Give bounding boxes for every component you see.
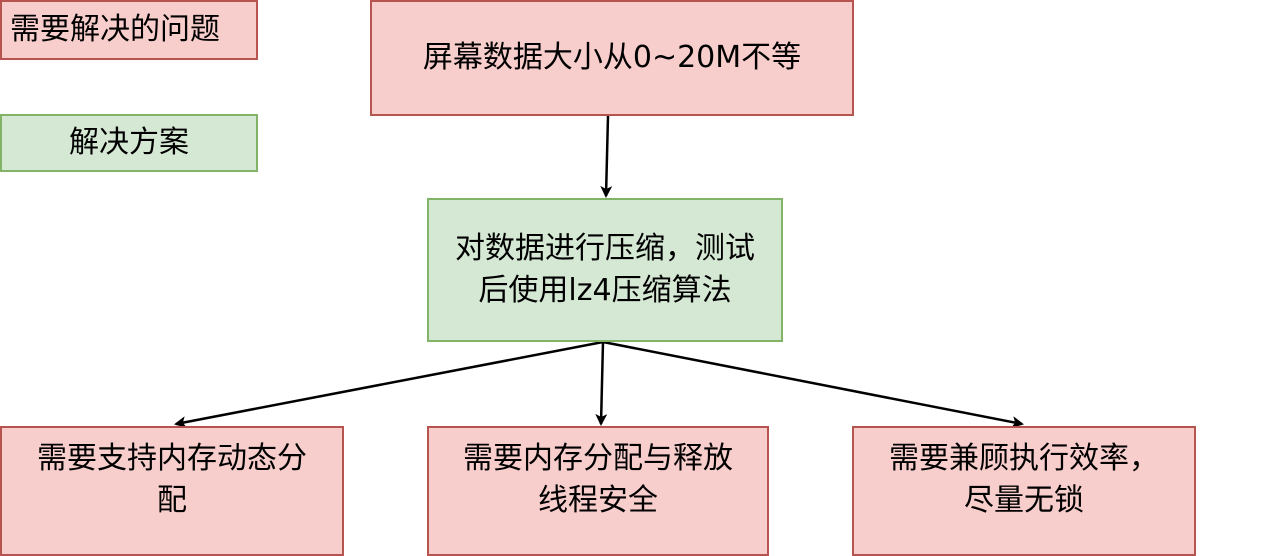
legend-problem: 需要解决的问题 (0, 0, 258, 60)
node-right-line2: 尽量无锁 (964, 483, 1084, 518)
node-right-line1: 需要兼顾执行效率， (889, 441, 1159, 476)
node-mid-line1: 对数据进行压缩，测试 (455, 231, 755, 266)
legend-solution: 解决方案 (0, 114, 258, 172)
edge-mid-to-left (174, 340, 604, 429)
node-thread-safety: 需要内存分配与释放 线程安全 (427, 426, 769, 556)
node-top-line1: 屏幕数据大小从0~20M不等 (422, 40, 802, 75)
edge-mid-to-right (602, 340, 1024, 428)
legend-solution-label: 解决方案 (69, 125, 189, 160)
node-center-line1: 需要内存分配与释放 (463, 441, 733, 476)
edge-mid-to-center (595, 341, 608, 426)
node-compression-solution: 对数据进行压缩，测试 后使用lz4压缩算法 (427, 198, 783, 342)
node-screen-data-size: 屏幕数据大小从0~20M不等 (370, 0, 854, 116)
legend-problem-label: 需要解决的问题 (10, 12, 220, 47)
node-center-line2: 线程安全 (538, 483, 658, 518)
node-left-line2: 配 (157, 483, 187, 518)
node-mid-line2: 后使用lz4压缩算法 (478, 273, 732, 308)
edge-top-to-mid (600, 115, 613, 198)
edges-layer (174, 115, 1024, 429)
node-lock-free: 需要兼顾执行效率， 尽量无锁 (852, 426, 1196, 556)
node-dynamic-memory: 需要支持内存动态分 配 (0, 426, 344, 556)
node-left-line1: 需要支持内存动态分 (37, 441, 307, 476)
